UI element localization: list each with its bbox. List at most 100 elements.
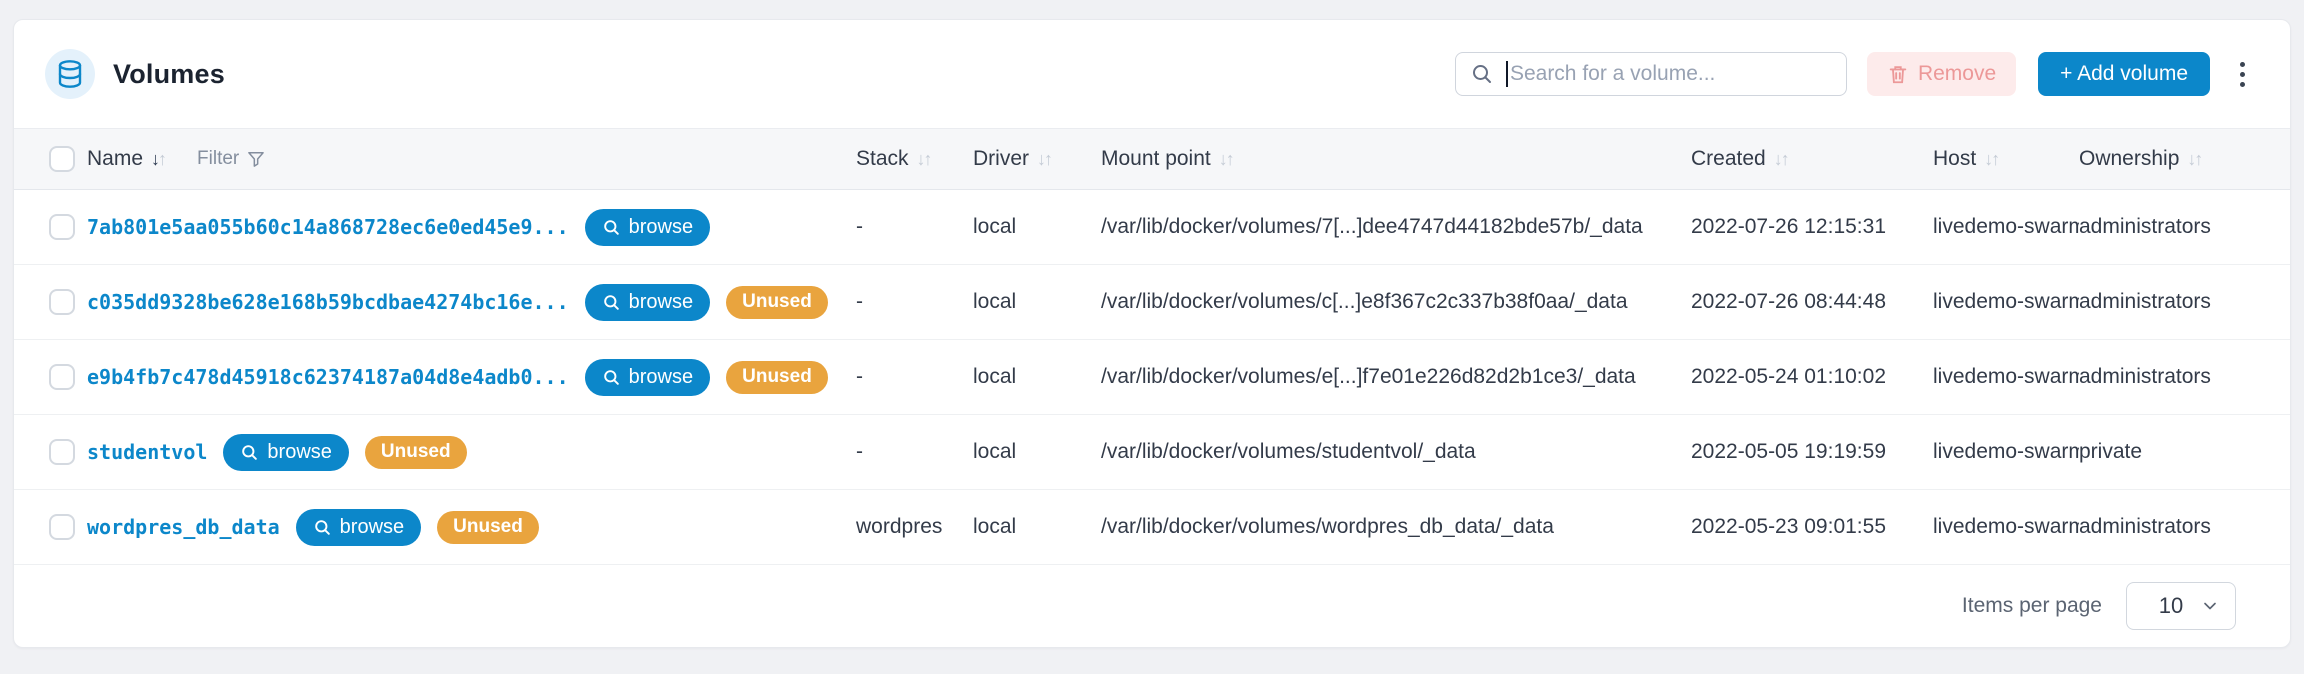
- remove-button[interactable]: Remove: [1866, 52, 2017, 96]
- sort-icon[interactable]: ↓↑: [1984, 148, 2000, 169]
- host-cell: livedemo-swarm: [1933, 365, 2079, 388]
- search-icon: [1472, 65, 1491, 83]
- volume-name-link[interactable]: c035dd9328be628e168b59bcdbae4274bc16e...: [87, 290, 569, 314]
- ownership-cell: administrators: [2079, 515, 2211, 538]
- row-checkbox[interactable]: [49, 439, 75, 465]
- browse-button-label: browse: [628, 290, 694, 313]
- ownership-cell: private: [2079, 440, 2143, 463]
- search-input[interactable]: [1509, 62, 1832, 86]
- sort-icon[interactable]: ↓↑: [1218, 148, 1235, 169]
- search-icon: [603, 294, 619, 310]
- chevron-down-icon: [2204, 602, 2216, 609]
- row-checkbox[interactable]: [49, 364, 75, 390]
- created-cell: 2022-05-24 01:10:02: [1691, 365, 1886, 388]
- mount-point-cell: /var/lib/docker/volumes/7[...]dee4747d44…: [1101, 215, 1643, 238]
- unused-badge: Unused: [364, 435, 467, 469]
- browse-button[interactable]: browse: [223, 433, 349, 471]
- table-row: c035dd9328be628e168b59bcdbae4274bc16e...…: [14, 265, 2290, 340]
- search-icon: [242, 444, 258, 460]
- browse-button[interactable]: browse: [584, 283, 711, 321]
- filter-label: Filter: [197, 148, 240, 169]
- volume-name-link[interactable]: e9b4fb7c478d45918c62374187a04d8e4adb0...: [87, 365, 569, 389]
- host-cell: livedemo-swarm: [1933, 440, 2079, 463]
- stack-cell: -: [856, 290, 863, 313]
- driver-cell: local: [973, 515, 1017, 538]
- volume-name-link[interactable]: studentvol: [87, 440, 208, 464]
- browse-button[interactable]: browse: [295, 508, 422, 546]
- column-stack[interactable]: Stack: [856, 147, 909, 170]
- host-cell: livedemo-swarm: [1933, 215, 2079, 238]
- text-cursor: [1505, 61, 1508, 87]
- browse-button-label: browse: [339, 515, 405, 538]
- browse-button[interactable]: browse: [584, 358, 711, 396]
- browse-button[interactable]: browse: [584, 208, 711, 246]
- page-title: Volumes: [113, 58, 225, 89]
- row-checkbox[interactable]: [49, 514, 75, 540]
- table-row: 7ab801e5aa055b60c14a868728ec6e0ed45e9...…: [14, 190, 2290, 265]
- driver-cell: local: [973, 365, 1017, 388]
- column-host[interactable]: Host: [1933, 147, 1977, 170]
- stack-cell: -: [856, 365, 863, 388]
- host-cell: livedemo-swarm: [1933, 515, 2079, 538]
- row-checkbox[interactable]: [49, 289, 75, 315]
- stack-cell: wordpres: [856, 515, 943, 538]
- search-box[interactable]: [1454, 52, 1847, 96]
- created-cell: 2022-05-05 19:19:59: [1691, 440, 1886, 463]
- unused-badge: Unused: [437, 510, 539, 544]
- table-footer: Items per page 10: [14, 565, 2290, 646]
- more-options-icon[interactable]: [2230, 52, 2254, 96]
- table-row: e9b4fb7c478d45918c62374187a04d8e4adb0...…: [14, 340, 2290, 415]
- unused-badge: Unused: [726, 360, 828, 394]
- sort-icon[interactable]: ↓↑: [916, 148, 933, 169]
- funnel-icon: [248, 152, 265, 167]
- column-name[interactable]: Name: [87, 147, 144, 170]
- sort-icon[interactable]: ↓↑: [1037, 148, 1053, 169]
- table-row: studentvol browse Unused - local /var/li…: [14, 415, 2290, 490]
- search-icon: [314, 519, 330, 535]
- driver-cell: local: [973, 290, 1017, 313]
- database-icon: [45, 49, 95, 99]
- items-per-page-label: Items per page: [1961, 593, 2102, 617]
- mount-point-cell: /var/lib/docker/volumes/studentvol/_data: [1101, 440, 1476, 463]
- host-cell: livedemo-swarm: [1933, 290, 2079, 313]
- remove-button-label: Remove: [1917, 62, 1997, 85]
- browse-button-label: browse: [628, 215, 694, 238]
- search-icon: [603, 219, 619, 235]
- trash-icon: [1889, 66, 1907, 84]
- add-volume-button[interactable]: + Add volume: [2038, 52, 2210, 96]
- filter-control[interactable]: Filter: [197, 148, 266, 170]
- row-checkbox[interactable]: [49, 214, 75, 240]
- sort-icon[interactable]: ↓↑: [2187, 148, 2203, 169]
- created-cell: 2022-07-26 12:15:31: [1691, 215, 1886, 238]
- stack-cell: -: [856, 215, 863, 238]
- mount-point-cell: /var/lib/docker/volumes/c[...]e8f367c2c3…: [1101, 290, 1628, 313]
- ownership-cell: administrators: [2079, 215, 2211, 238]
- column-created[interactable]: Created: [1691, 147, 1766, 170]
- ownership-cell: administrators: [2079, 290, 2211, 313]
- panel-header: Volumes Remove + Add volume: [14, 20, 2290, 128]
- browse-button-label: browse: [628, 365, 694, 388]
- created-cell: 2022-05-23 09:01:55: [1691, 515, 1886, 538]
- column-ownership[interactable]: Ownership: [2079, 147, 2180, 170]
- column-mount-point[interactable]: Mount point: [1101, 147, 1211, 170]
- mount-point-cell: /var/lib/docker/volumes/wordpres_db_data…: [1101, 515, 1554, 538]
- select-all-checkbox[interactable]: [49, 146, 75, 172]
- column-driver[interactable]: Driver: [973, 147, 1029, 170]
- table-header: Name ↓↑ Filter Stack ↓↑ Driver ↓↑ Mount po…: [14, 128, 2290, 190]
- search-icon: [603, 369, 619, 385]
- table-body: 7ab801e5aa055b60c14a868728ec6e0ed45e9...…: [14, 190, 2290, 565]
- volume-name-link[interactable]: wordpres_db_data: [87, 515, 280, 539]
- driver-cell: local: [973, 215, 1017, 238]
- stack-cell: -: [856, 440, 863, 463]
- ownership-cell: administrators: [2079, 365, 2211, 388]
- table-row: wordpres_db_data browse Unused wordpres …: [14, 490, 2290, 565]
- sort-icon[interactable]: ↓↑: [1773, 148, 1790, 169]
- created-cell: 2022-07-26 08:44:48: [1691, 290, 1886, 313]
- add-volume-label: + Add volume: [2060, 62, 2188, 85]
- browse-button-label: browse: [267, 440, 332, 463]
- volume-name-link[interactable]: 7ab801e5aa055b60c14a868728ec6e0ed45e9...: [87, 215, 569, 239]
- mount-point-cell: /var/lib/docker/volumes/e[...]f7e01e226d…: [1101, 365, 1636, 388]
- sort-icon[interactable]: ↓↑: [151, 148, 167, 169]
- items-per-page-select[interactable]: 10: [2126, 581, 2236, 630]
- driver-cell: local: [973, 440, 1017, 463]
